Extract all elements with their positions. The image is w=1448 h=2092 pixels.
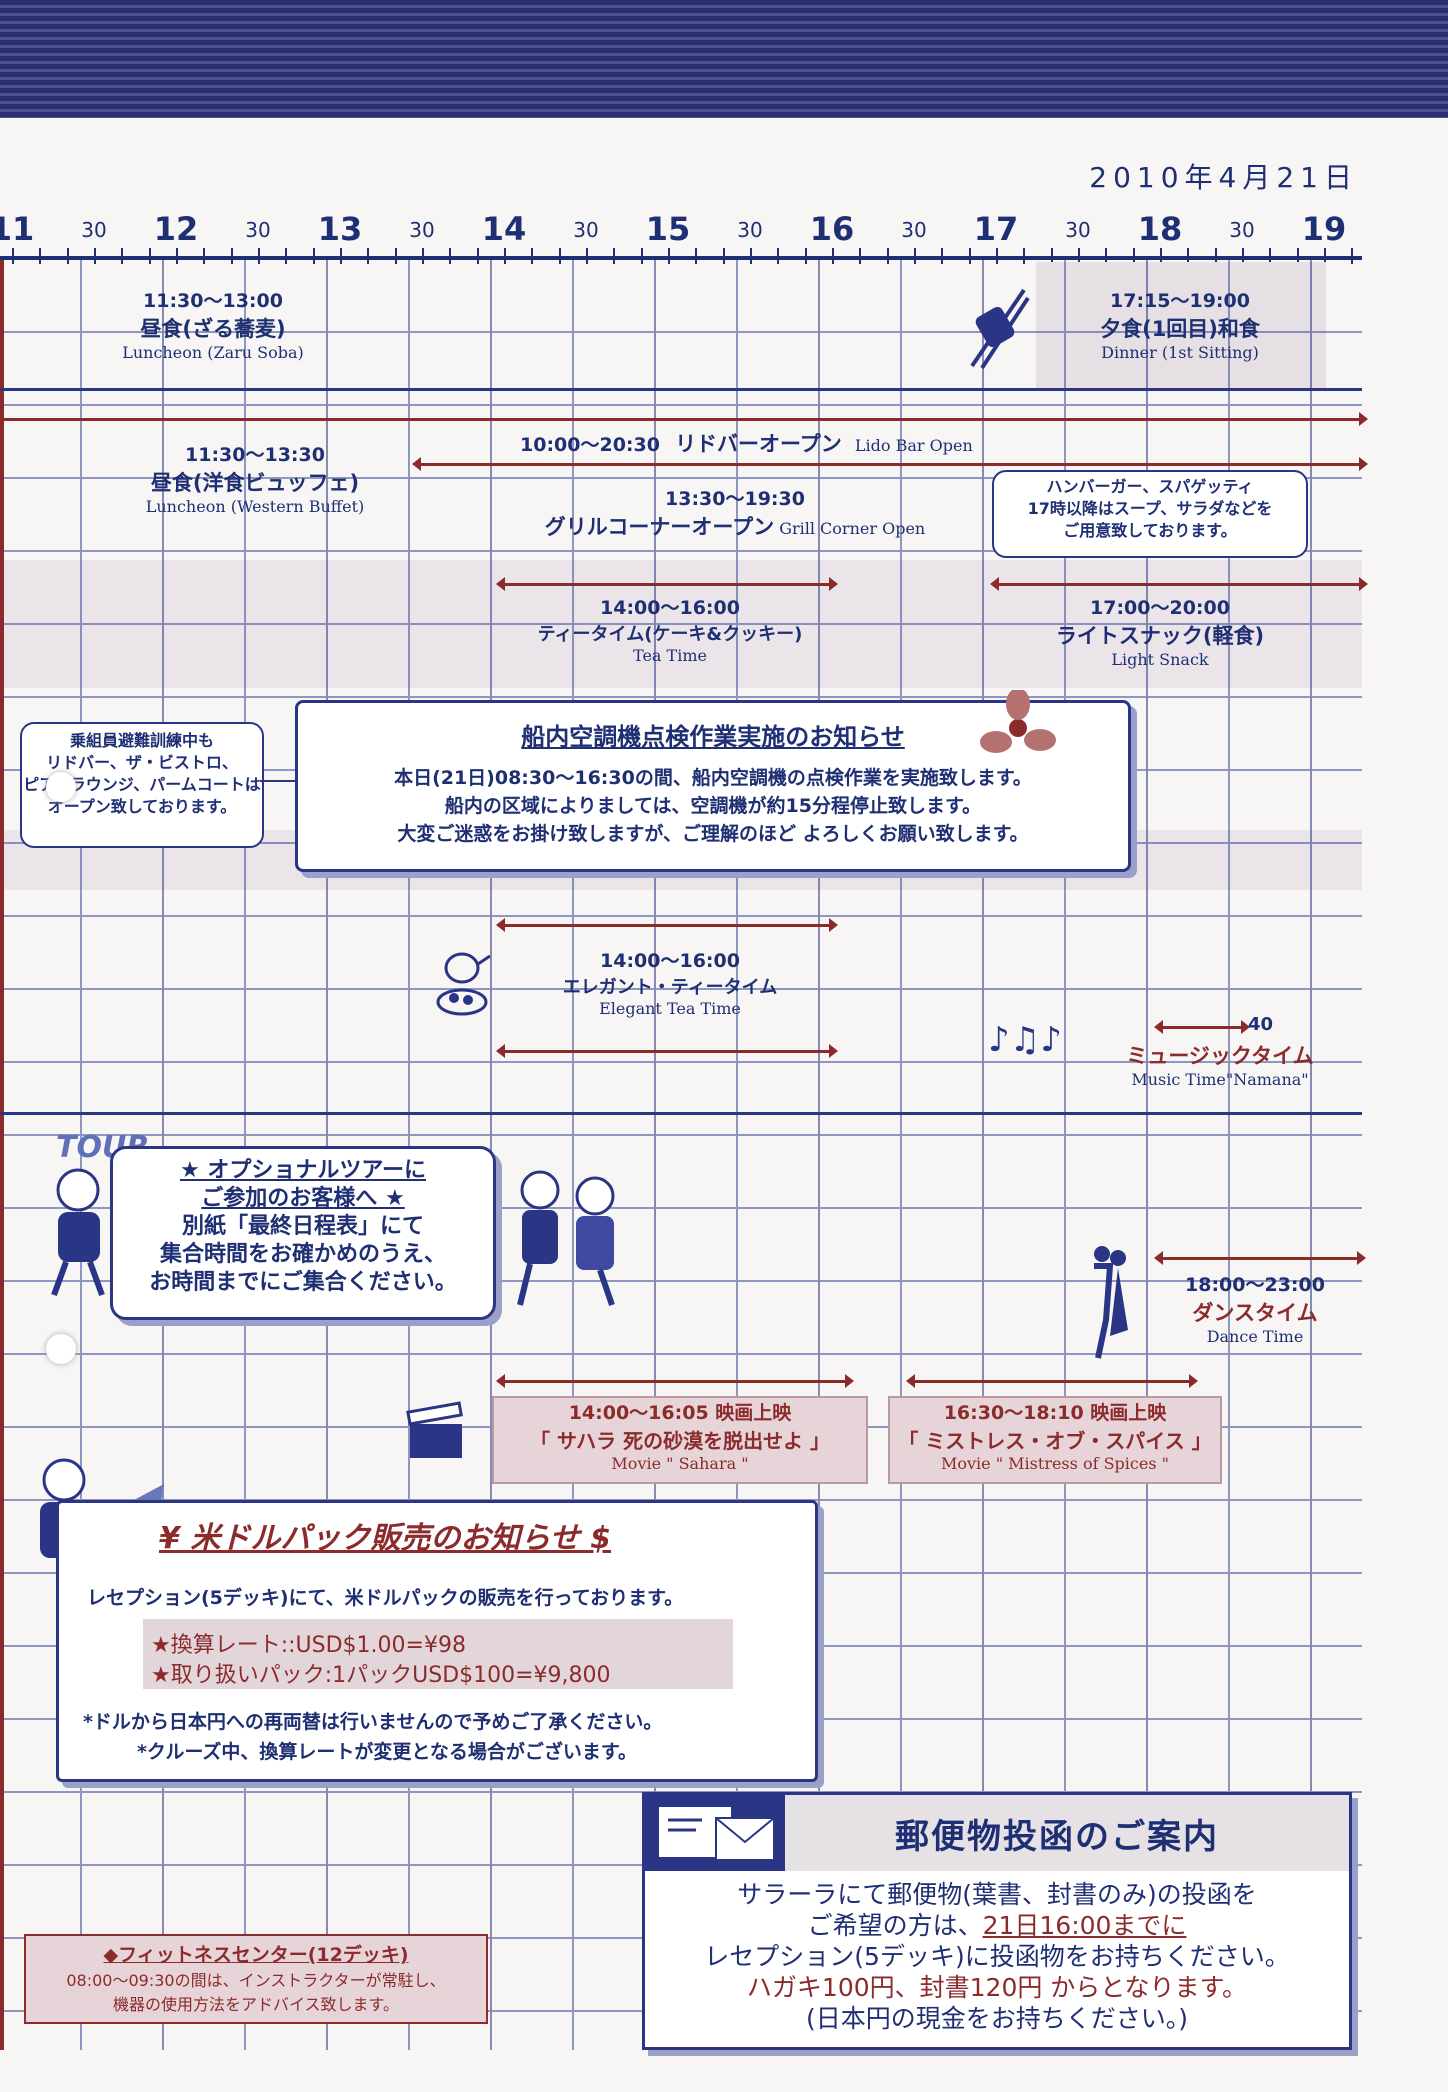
elegant-tea-arrow-bottom [496,1044,838,1058]
hour-label: 15 [645,210,691,248]
usd-intro: レセプション(5デッキ)にて、米ドルパックの販売を行っております。 [87,1587,684,1609]
page-date: 2010年4月21日 [1089,161,1358,194]
event-grill-corner: 13:30〜19:30 グリルコーナーオープン Grill Corner Ope… [544,488,926,539]
usd-notice-title: ¥ 米ドルパック販売のお知らせ $ [159,1521,612,1556]
event-light-snack: 17:00〜20:00 ライトスナック(軽食) Light Snack [1055,597,1265,669]
mail-notice-title: 郵便物投函のご案内 [895,1817,1219,1857]
half-hour-label: 30 [573,218,599,242]
music-notes-icon: ♪♫♪ [988,1020,1062,1060]
half-hour-label: 30 [1229,218,1255,242]
half-hour-label: 30 [81,218,107,242]
half-hour-label: 30 [409,218,435,242]
walking-couple-icon [500,1160,640,1310]
mail-line: サラーラにて郵便物(葉書、封書のみ)の投函を [737,1880,1257,1909]
top-header-stripe [0,0,1448,118]
event-dance-time: 18:00〜23:00 ダンスタイム Dance Time [1185,1274,1325,1346]
timeline-axis [0,256,1362,260]
hour-label: 18 [1137,210,1183,248]
ac-notice-line: 大変ご迷惑をお掛け致しますが、ご理解のほど よろしくお願い致します。 [397,823,1029,845]
clapperboard-icon [404,1400,468,1464]
event-elegant-tea: 14:00〜16:00 エレガント・ティータイム Elegant Tea Tim… [562,950,778,1018]
event-lido-bar: 10:00〜20:30 リドバーオープン Lido Bar Open [520,432,973,456]
ac-notice-title: 船内空調機点検作業実施のお知らせ [521,723,905,751]
envelope-icon [652,1800,782,1866]
binder-hole [46,772,76,802]
dancing-couple-icon [1080,1240,1140,1360]
movie-sahara: 14:00〜16:05 映画上映 「 サハラ 死の砂漠を脱出せよ 」 Movie… [492,1396,868,1484]
optional-tour-notice: ★ オプショナルツアーに ご参加のお客様へ ★ 別紙「最終日程表」にて 集合時間… [110,1146,496,1320]
movie-mistress-of-spices: 16:30〜18:10 映画上映 「 ミストレス・オブ・スパイス 」 Movie… [888,1396,1222,1484]
hour-label: 14 [481,210,527,248]
usd-pack-notice: ¥ 米ドルパック販売のお知らせ $ レセプション(5デッキ)にて、米ドルパックの… [56,1500,818,1782]
ac-notice-line: 船内の区域によりましては、空調機が約15分程停止致します。 [444,795,982,817]
music-time-end: 40 [1248,1014,1274,1035]
event-tea-time: 14:00〜16:00 ティータイム(ケーキ&クッキー) Tea Time [537,597,803,665]
usd-note: *ドルから日本円への再両替は行いませんので予めご了承ください。 [83,1711,663,1733]
mail-price: ハガキ100円、封書120円 からとなります。 [746,1973,1248,2002]
usd-note: *クルーズ中、換算レートが変更となる場合がございます。 [137,1741,637,1763]
grill-corner-arrow [412,457,1368,471]
bubble-connector [260,780,296,782]
lido-bar-arrow [0,412,1368,426]
event-lunch-buffet: 11:30〜13:30 昼食(洋食ビュッフェ) Luncheon (Wester… [145,444,365,516]
tea-time-arrow [496,577,838,591]
timeline-ruler: 11 30 12 30 13 30 14 30 15 30 16 30 17 30 18 30 19 [0,210,1362,264]
left-edge-bar [0,260,4,2050]
movie1-arrow [496,1374,854,1388]
fan-icon [978,690,1058,766]
fitness-center-notice: ◆フィットネスセンター(12デッキ) 08:00〜09:30の間は、インストラク… [24,1934,488,2024]
grill-note-bubble: ハンバーガー、スパゲッティ 17時以降はスープ、サラダなどを ご用意致しておりま… [992,470,1308,558]
music-time-arrow [1154,1020,1250,1034]
binder-hole [46,1334,76,1364]
ac-maintenance-notice: 船内空調機点検作業実施のお知らせ 本日(21日)08:30〜16:30の間、船内… [295,700,1131,872]
hour-label: 16 [809,210,855,248]
row-separator [0,388,1362,391]
hour-label: 17 [973,210,1019,248]
half-hour-label: 30 [901,218,927,242]
movie2-arrow [906,1374,1198,1388]
half-hour-label: 30 [245,218,271,242]
light-snack-arrow [990,577,1368,591]
usd-rate: ★換算レート::USD$1.00=¥98 [151,1633,466,1658]
hour-label: 12 [153,210,199,248]
elegant-tea-arrow-top [496,918,838,932]
tour-guide-person-icon [36,1160,126,1300]
half-hour-label: 30 [1065,218,1091,242]
hour-label: 11 [0,210,35,248]
half-hour-label: 30 [737,218,763,242]
chopsticks-sushi-icon [962,280,1032,370]
mail-line: (日本円の現金をお持ちください。) [805,2004,1188,2033]
row-separator [0,1112,1362,1115]
usd-pack: ★取り扱いパック:1パックUSD$100=¥9,800 [151,1663,611,1688]
mail-deadline: 21日16:00までに [982,1911,1187,1940]
event-dinner: 17:15〜19:00 夕食(1回目)和食 Dinner (1st Sittin… [1100,290,1260,362]
hour-label: 13 [317,210,363,248]
event-lunch-zaru: 11:30〜13:00 昼食(ざる蕎麦) Luncheon (Zaru Soba… [122,290,304,362]
dance-time-arrow [1154,1251,1366,1265]
teapot-icon [432,940,494,1018]
ac-notice-line: 本日(21日)08:30〜16:30の間、船内空調機の点検作業を実施致します。 [394,767,1032,789]
hour-label: 19 [1301,210,1347,248]
mail-line: レセプション(5デッキ)に投函物をお持ちください。 [704,1942,1290,1971]
event-music-time: ミュージックタイム Music Time"Namana" [1126,1044,1314,1089]
